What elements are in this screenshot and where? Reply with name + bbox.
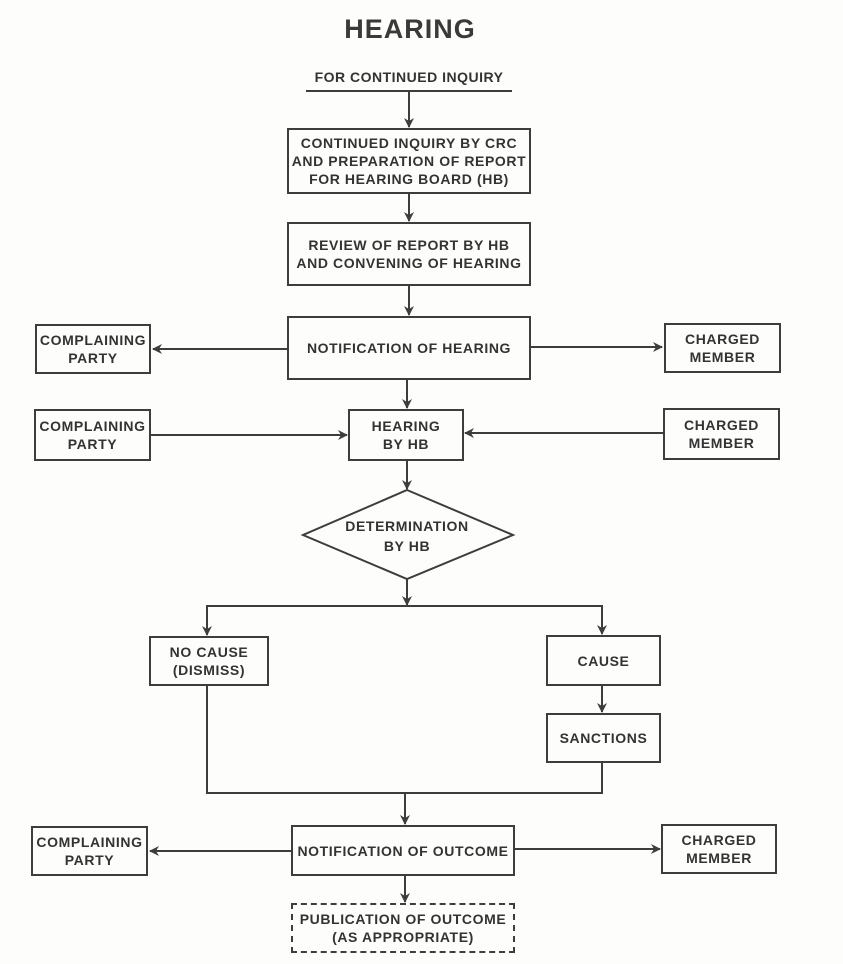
charged-member-box-1: CHARGED MEMBER [664,323,781,373]
determination-label: DETERMINATION BY HB [345,518,469,554]
complaining-party-box-1: COMPLAINING PARTY [35,324,151,374]
notification-outcome-box: NOTIFICATION OF OUTCOME [291,825,515,876]
complaining-party-box-3: COMPLAINING PARTY [31,826,148,876]
cause-box: CAUSE [546,635,661,686]
no-cause-box: NO CAUSE (DISMISS) [149,636,269,686]
continued-inquiry-box: CONTINUED INQUIRY BY CRC AND PREPARATION… [287,128,531,194]
hearing-by-hb-box: HEARING BY HB [348,409,464,461]
notification-hearing-box: NOTIFICATION OF HEARING [287,316,531,380]
complaining-party-box-2: COMPLAINING PARTY [34,409,151,461]
diagram-title: HEARING [344,14,476,44]
split-line [206,605,603,635]
charged-member-box-3: CHARGED MEMBER [661,824,777,874]
start-label: FOR CONTINUED INQUIRY [314,69,504,85]
publication-box: PUBLICATION OF OUTCOME (AS APPROPRIATE) [291,903,515,953]
charged-member-box-2: CHARGED MEMBER [663,408,780,460]
review-report-box: REVIEW OF REPORT BY HB AND CONVENING OF … [287,222,531,286]
merge-line [206,686,603,794]
sanctions-box: SANCTIONS [546,713,661,763]
